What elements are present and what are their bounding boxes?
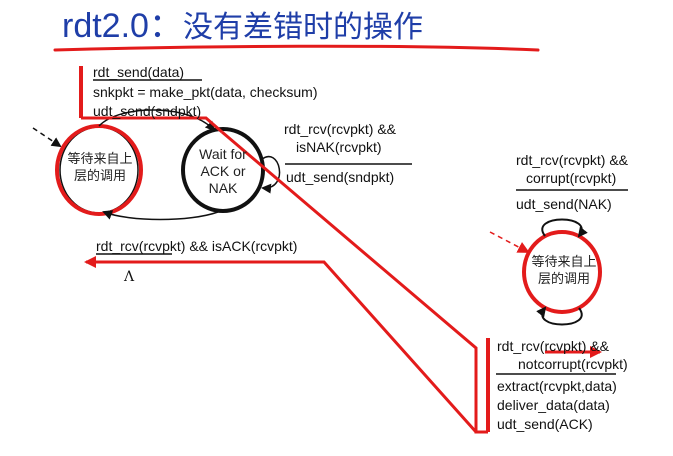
sender-self-loop-nak — [260, 156, 281, 194]
sender-initial-arrow — [32, 127, 62, 148]
corrupt-event-label-2: corrupt(rcvpkt) — [526, 170, 617, 186]
sender-arc-ack — [102, 210, 219, 221]
nak-action-label: udt_send(sndpkt) — [286, 169, 395, 185]
ok-event-label-1: rdt_rcv(rcvpkt) && — [497, 338, 610, 354]
receiver-self-loop-top — [541, 218, 588, 238]
receiver-state-wait-call — [522, 230, 602, 314]
receiver-initial-arrow — [489, 231, 530, 253]
sender-state-wait-ack-label-2: ACK or — [200, 163, 246, 179]
nak-event-label-2: isNAK(rcvpkt) — [296, 139, 382, 155]
corrupt-event-label-1: rdt_rcv(rcvpkt) && — [516, 152, 629, 168]
ack-action-lambda: Λ — [124, 269, 135, 285]
sender-arc-send — [98, 109, 216, 132]
slide-title-main: 没有差错时的操作 — [182, 10, 423, 45]
send-event-label: rdt_send(data) — [93, 64, 185, 80]
corrupt-action-label: udt_send(NAK) — [516, 196, 612, 212]
ok-action-send-ack: udt_send(ACK) — [497, 416, 593, 432]
send-transition-path — [81, 116, 223, 134]
slide-title-prefix: rdt2.0： — [62, 7, 183, 45]
ok-action-extract: extract(rcvpkt,data) — [497, 378, 617, 394]
ok-action-deliver: deliver_data(data) — [497, 397, 610, 413]
ack-event-label: rdt_rcv(rcvpkt) && isACK(rcvpkt) — [96, 238, 298, 254]
nak-event-label-1: rdt_rcv(rcvpkt) && — [284, 121, 397, 137]
data-flow-path-back — [84, 256, 488, 434]
send-action-make-pkt: snkpkt = make_pkt(data, checksum) — [93, 84, 318, 100]
sender-state-wait-ack-label-1: Wait for — [199, 146, 247, 162]
receiver-state-wait-call-label-2: 层的调用 — [537, 271, 590, 286]
send-action-udt-send: udt_send(sndpkt) — [93, 103, 202, 119]
receiver-self-loop-bottom — [536, 306, 583, 326]
sender-state-wait-ack-label-3: NAK — [208, 180, 238, 196]
sender-state-wait-ack — [181, 127, 265, 213]
receiver-state-wait-call-label-1: 等待来自上 — [531, 254, 597, 269]
ok-event-label-2: notcorrupt(rcvpkt) — [518, 356, 628, 372]
sender-state-wait-call-label-1: 等待来自上 — [67, 151, 133, 166]
title-underline — [53, 44, 540, 52]
sender-state-wait-call-label-2: 层的调用 — [73, 168, 126, 183]
slide-title: rdt2.0：没有差错时的操作 — [62, 4, 423, 50]
